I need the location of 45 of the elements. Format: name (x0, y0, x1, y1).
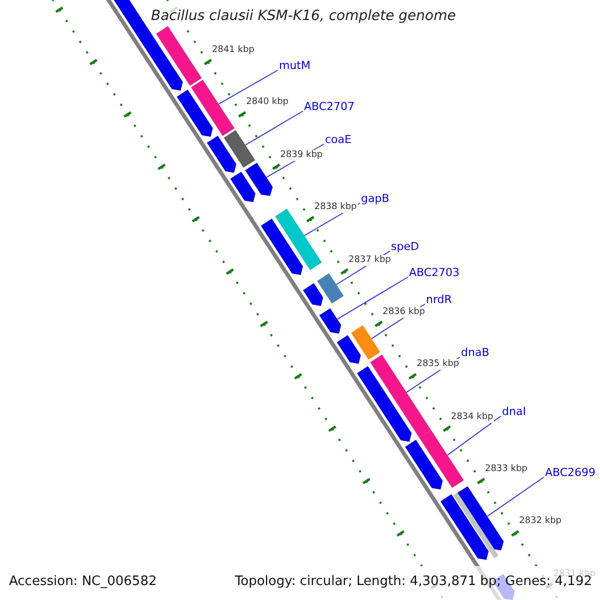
scale-label: 2834 kbp (450, 412, 494, 423)
leader-line (218, 70, 278, 105)
gene-label: coaE (325, 133, 352, 146)
gene-block (245, 162, 273, 196)
gene-block (357, 366, 412, 442)
gene-label: ABC2699 (545, 466, 596, 479)
gene-block (260, 218, 303, 275)
accession-text: Accession: NC_006582 (9, 574, 157, 590)
gene-block (176, 90, 213, 137)
gene-block (336, 335, 361, 364)
gene-block (156, 26, 202, 86)
gene-block (440, 494, 489, 560)
gene-block (317, 273, 344, 304)
scale-label: 2841 kbp (210, 45, 256, 56)
scale-label: 2839 kbp (279, 150, 324, 161)
gene-label: mutM (279, 59, 310, 72)
gene-block (405, 440, 443, 490)
gene-block (303, 283, 324, 306)
scale-label: 2833 kbp (484, 464, 528, 476)
gene-label: ABC2707 (304, 100, 355, 113)
gene-block (319, 308, 342, 334)
scale-label: 2836 kbp (382, 306, 426, 318)
gene-label: speD (391, 240, 419, 253)
gene-block (419, 430, 464, 488)
gene-block (230, 172, 256, 202)
scale-label: 2835 kbp (416, 359, 460, 370)
gene-label: nrdR (426, 293, 452, 306)
scale-label: 2832 kbp (518, 516, 563, 528)
gene-label: dnaI (502, 405, 526, 418)
gene-block (275, 208, 322, 270)
leader-line (244, 110, 304, 146)
gene-label: dnaB (461, 346, 490, 359)
gene-block (224, 130, 256, 168)
gene-block (206, 136, 236, 173)
gene-block (453, 492, 498, 558)
gene-block (191, 80, 234, 136)
scale-label: 2837 kbp (347, 254, 392, 266)
leader-line (446, 416, 502, 456)
gene-label: gapB (361, 192, 390, 205)
gene-label: ABC2703 (409, 266, 460, 279)
scale-label: 2840 kbp (245, 97, 290, 108)
leader-line (486, 476, 544, 517)
scale-label: 2838 kbp (313, 202, 358, 214)
gene-block (351, 325, 380, 360)
leader-line (336, 276, 408, 320)
